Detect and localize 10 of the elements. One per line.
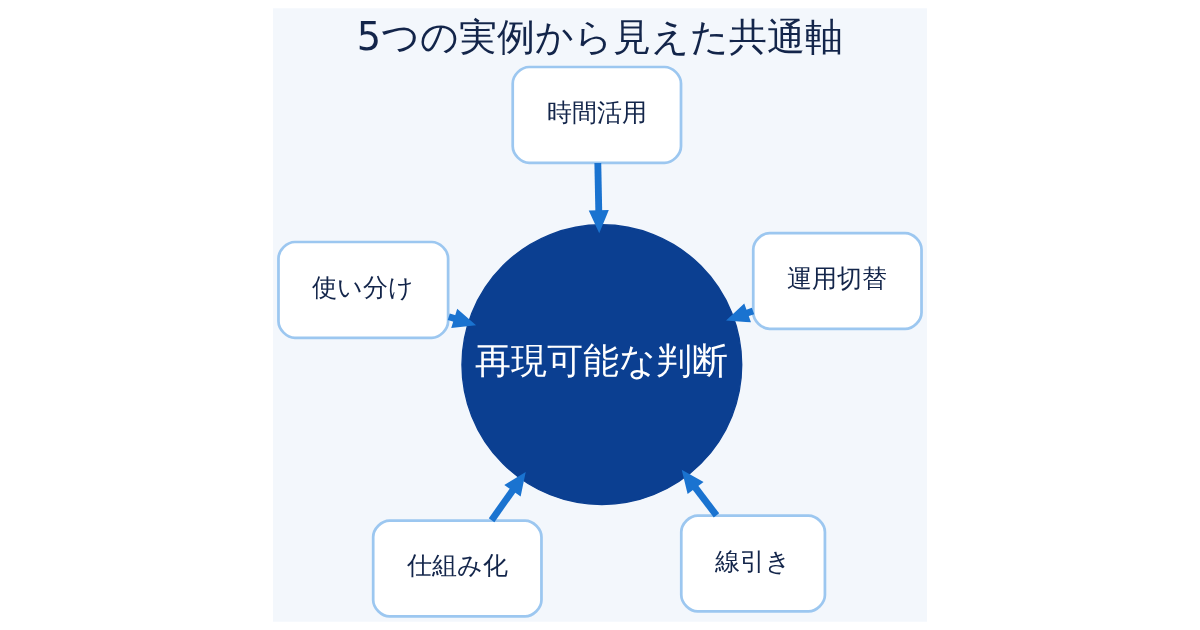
node-circle: 再現可能な判断	[461, 224, 743, 506]
arrow	[588, 162, 609, 234]
node-box: 仕組み化	[371, 519, 543, 618]
node-box: 時間活用	[511, 65, 683, 165]
diagram-title: 5つの実例から見えた共通軸	[356, 13, 844, 59]
arrow	[488, 472, 526, 523]
node-box: 線引き	[679, 514, 827, 613]
arrow	[681, 469, 720, 518]
node-box: 運用切替	[751, 231, 923, 331]
node-box: 使い分け	[277, 240, 450, 340]
